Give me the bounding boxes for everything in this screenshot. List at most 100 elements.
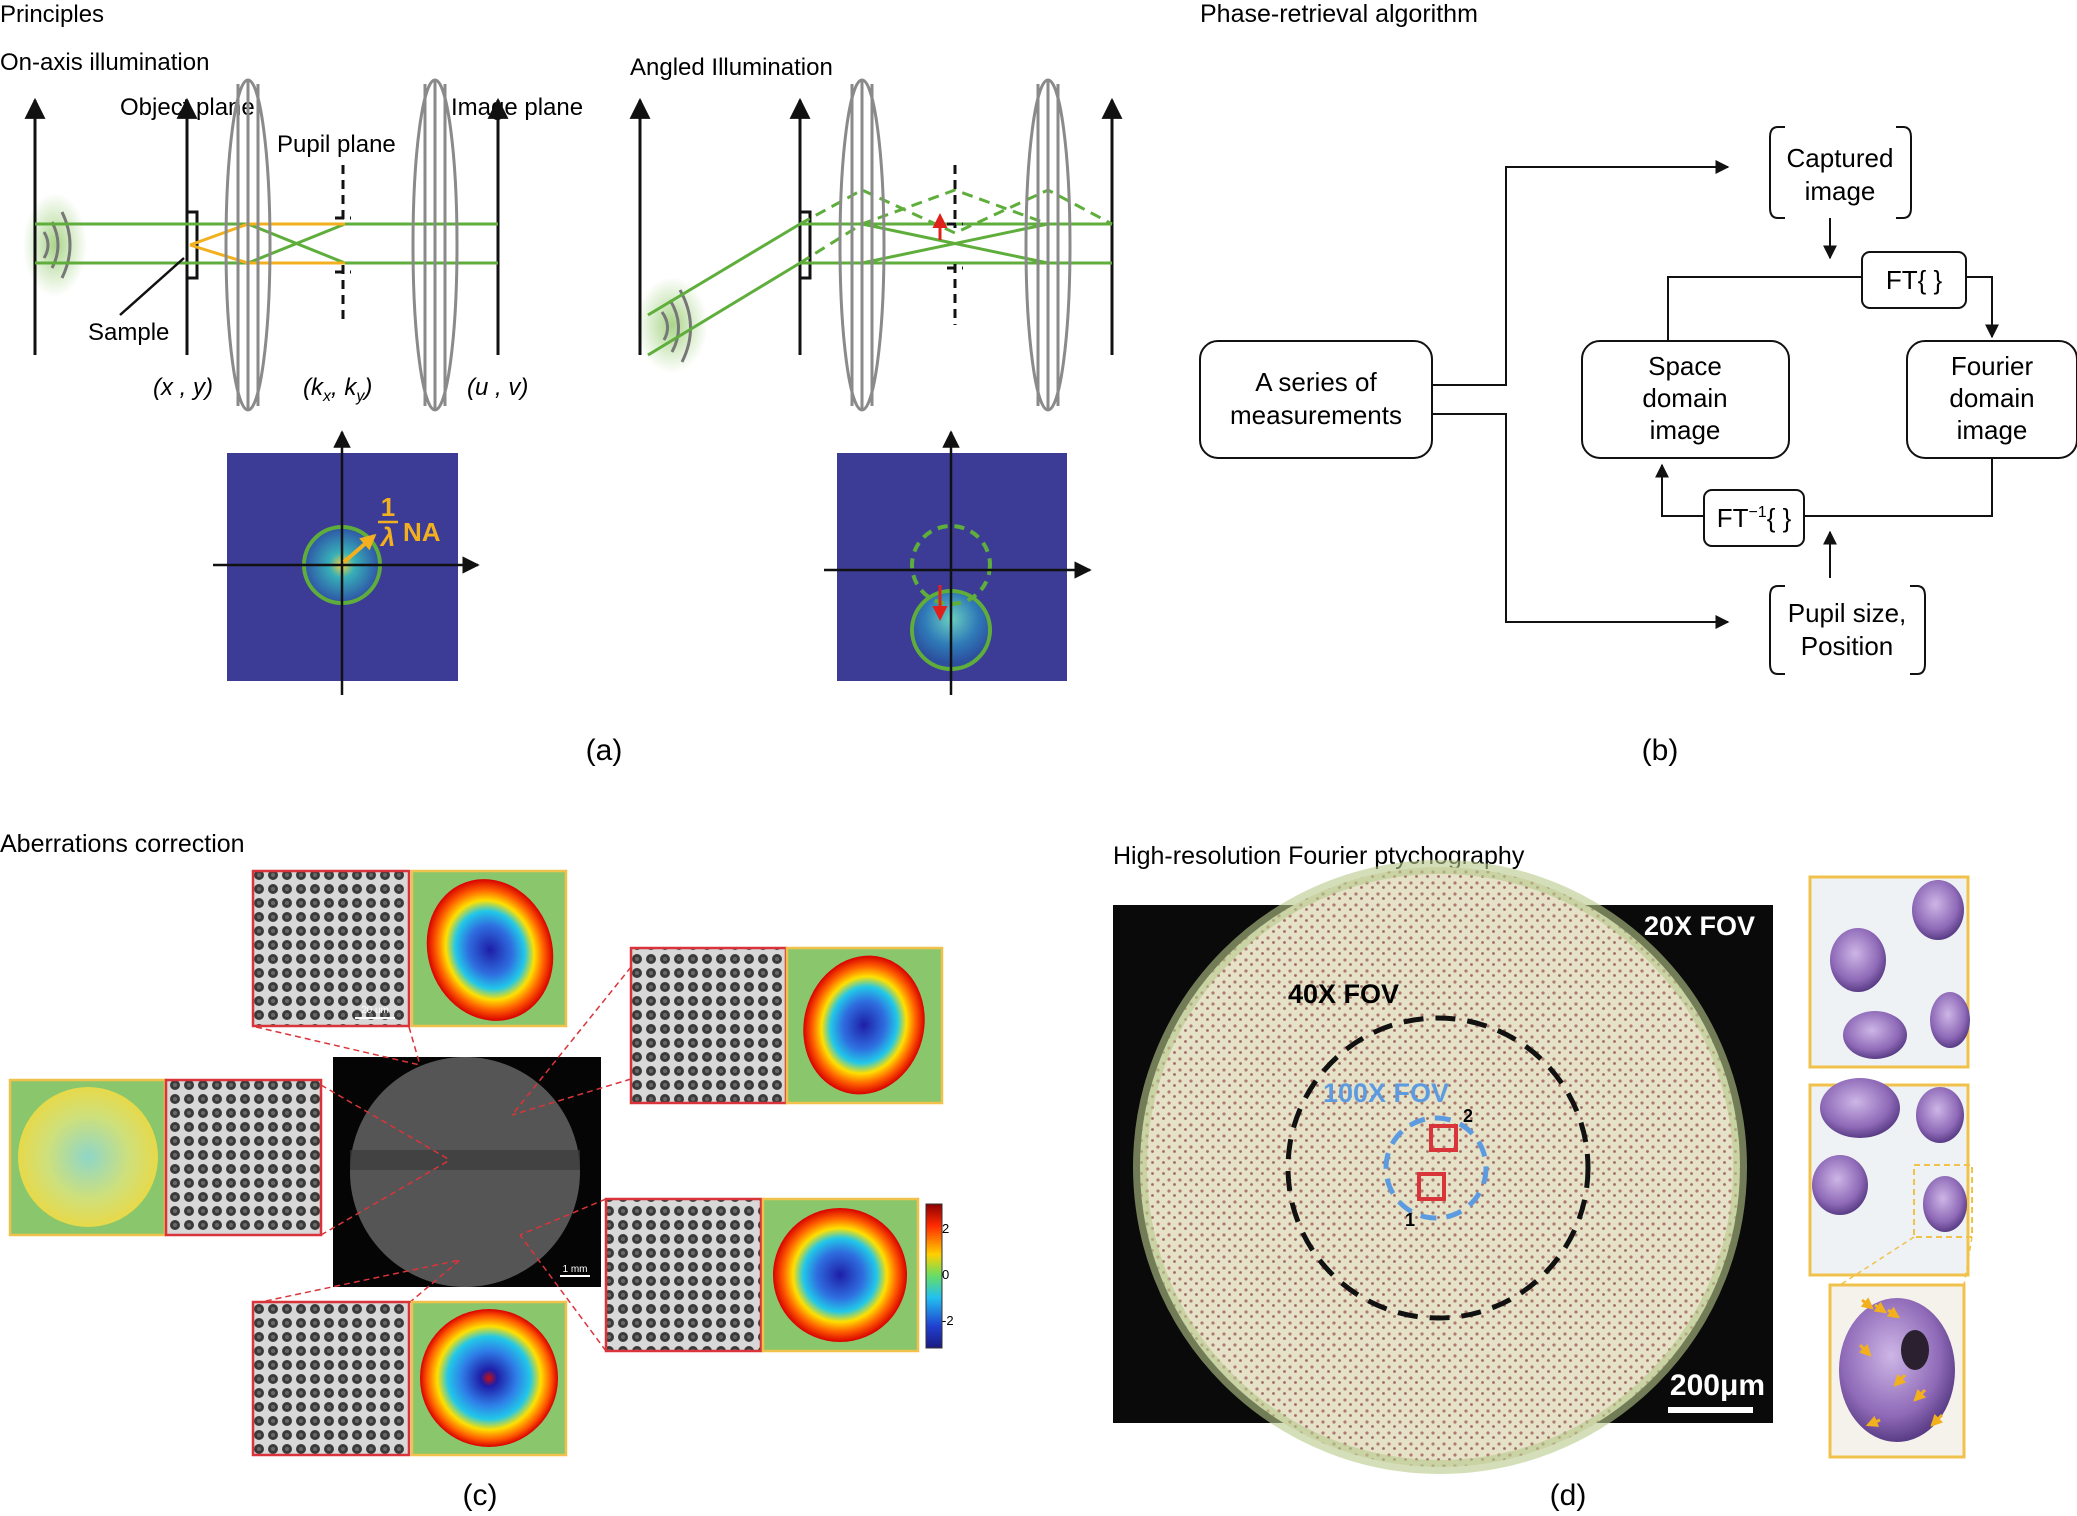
zoom-tile-1-cell-c — [1843, 1011, 1907, 1059]
pupil-aperture — [335, 165, 351, 325]
ft-box — [1861, 251, 1967, 309]
series-line-2: measurements — [1230, 400, 1402, 430]
line-space-to-ft — [1667, 276, 1862, 340]
tilted-solid-beam — [800, 222, 1112, 265]
tilted-pupil-aperture — [947, 165, 963, 325]
on-axis-title: On-axis illumination — [0, 49, 209, 76]
arrow-ift-to-space — [1655, 463, 1704, 517]
scale-bar — [1668, 1407, 1753, 1413]
objective-lens — [224, 78, 272, 412]
tilted-input-beam — [647, 222, 801, 357]
arrow-to-captured — [1432, 160, 1730, 386]
scale-bar-label: 200μm — [1670, 1369, 1765, 1402]
tilted-wave-icon — [660, 289, 692, 363]
tile-top-scale-label: 20 um — [361, 1005, 389, 1016]
colorbar-tick-mid: 0 — [942, 1267, 949, 1282]
fov-40x-circle — [1285, 1015, 1591, 1321]
on-axis-spectrum: 1 λ NA — [213, 430, 480, 695]
pupil-line-1: Pupil size, — [1788, 598, 1907, 628]
angled-spectrum — [824, 430, 1092, 695]
full-fov-scale-label: 1 mm — [563, 1264, 588, 1275]
panel-a: Principles On-axis illumination Angled I… — [0, 1, 1123, 767]
fourier-line-3: image — [1957, 415, 2028, 445]
captured-line-2: image — [1805, 176, 1876, 206]
angled-title: Angled Illumination — [630, 54, 833, 81]
colorbar-tick-bottom: -2 — [942, 1313, 954, 1328]
space-line-2: domain — [1642, 383, 1727, 413]
zoom-tile-3-parasite — [1901, 1330, 1929, 1370]
ift-label: FT−1{ } — [1717, 503, 1792, 533]
full-fov-circle — [350, 1057, 580, 1287]
roi-2-box — [1429, 1124, 1458, 1152]
fourier-line-1: Fourier — [1951, 351, 2034, 381]
space-line-1: Space — [1648, 351, 1722, 381]
sample-bracket — [187, 210, 199, 280]
tile-right-bottom-phase-map — [773, 1208, 907, 1342]
fourier-line-2: domain — [1949, 383, 2034, 413]
series-box — [1199, 340, 1433, 459]
tile-right-top-phase-map — [803, 955, 925, 1095]
angled-optics — [629, 78, 1123, 412]
zoom-connectors — [255, 966, 632, 1352]
zoom-tile-2-cell-d — [1923, 1176, 1967, 1232]
panel-d-label: (d) — [1550, 1479, 1587, 1512]
space-domain-box — [1581, 340, 1790, 459]
original-pupil-circle — [910, 524, 992, 606]
fov-100x-label: 100X FOV — [1323, 1078, 1449, 1108]
pupil-line-2: Position — [1801, 631, 1894, 661]
tilted-objective-lens — [838, 78, 886, 412]
coord-k: (kx, ky) — [303, 374, 372, 405]
sample-label: Sample — [88, 319, 169, 346]
fov-edge — [1133, 860, 1747, 1474]
zoom-tile-2-cell-a — [1820, 1078, 1900, 1138]
zoom-tile-1-cell-a — [1830, 928, 1886, 992]
sample-pointer — [119, 257, 185, 316]
tile-bottom-intensity — [251, 1300, 411, 1457]
panel-c-heading: Aberrations correction — [0, 830, 245, 858]
full-fov-band — [350, 1150, 580, 1170]
pupil-plane-label: Pupil plane — [277, 131, 396, 158]
zoom-tile-2-cell-c — [1916, 1087, 1964, 1143]
ift-box — [1703, 489, 1805, 547]
shifted-dashed-beam — [799, 188, 1113, 265]
na-numerator: 1 — [381, 492, 395, 522]
panel-c: Aberrations correction 1 mm 20 um — [0, 830, 954, 1512]
on-axis-optics: Sample (x , y) (kx, ky) (u , v) — [23, 78, 528, 412]
phase-colorbar — [925, 1203, 943, 1349]
zoom-inset-connector — [1839, 1236, 1973, 1286]
series-line-1: A series of — [1255, 367, 1377, 397]
fov-20x-label: 20X FOV — [1644, 911, 1755, 941]
zoom-tile-1-cell-b — [1912, 880, 1964, 940]
na-arrow — [342, 533, 377, 564]
roi-1-label: 1 — [1405, 1210, 1415, 1230]
panel-d: High-resolution Fourier ptychography 2 1… — [1113, 842, 1973, 1512]
panel-a-heading: Principles — [0, 1, 104, 28]
panel-a-label: (a) — [586, 734, 623, 767]
tile-bottom-phase-map — [420, 1309, 558, 1447]
tilted-source-glow — [636, 277, 708, 373]
light-source-glow — [23, 193, 87, 297]
fov-40x-label: 40X FOV — [1288, 979, 1399, 1009]
roi-1-box — [1417, 1172, 1446, 1201]
captured-brackets — [1769, 126, 1912, 219]
beam-cross — [247, 222, 346, 265]
zoom-tile-3-arrows — [1858, 1297, 1944, 1427]
arrow-to-pupil — [1432, 413, 1730, 629]
zoom-tile-2-inset-box — [1913, 1164, 1973, 1238]
roi-2-label: 2 — [1463, 1106, 1473, 1126]
coord-uv: (u , v) — [467, 374, 528, 401]
arrow-ft-to-fourier — [1966, 276, 1999, 339]
zoom-tile-1-cell-d — [1930, 992, 1970, 1048]
panel-b-label: (b) — [1642, 734, 1679, 767]
marginal-rays — [189, 222, 345, 265]
tile-left-phase-map — [18, 1087, 158, 1227]
tilted-tube-lens — [1024, 78, 1072, 412]
panel-b: Phase-retrieval algorithm A series of me… — [1199, 0, 2077, 767]
tile-left-intensity — [164, 1078, 323, 1237]
panel-c-label: (c) — [463, 1479, 498, 1512]
line-fourier-to-ift — [1804, 458, 1993, 517]
zoom-tile-2-cell-b — [1812, 1155, 1868, 1215]
tile-right-top-intensity — [629, 946, 788, 1105]
tilted-sample-bracket — [800, 210, 812, 280]
